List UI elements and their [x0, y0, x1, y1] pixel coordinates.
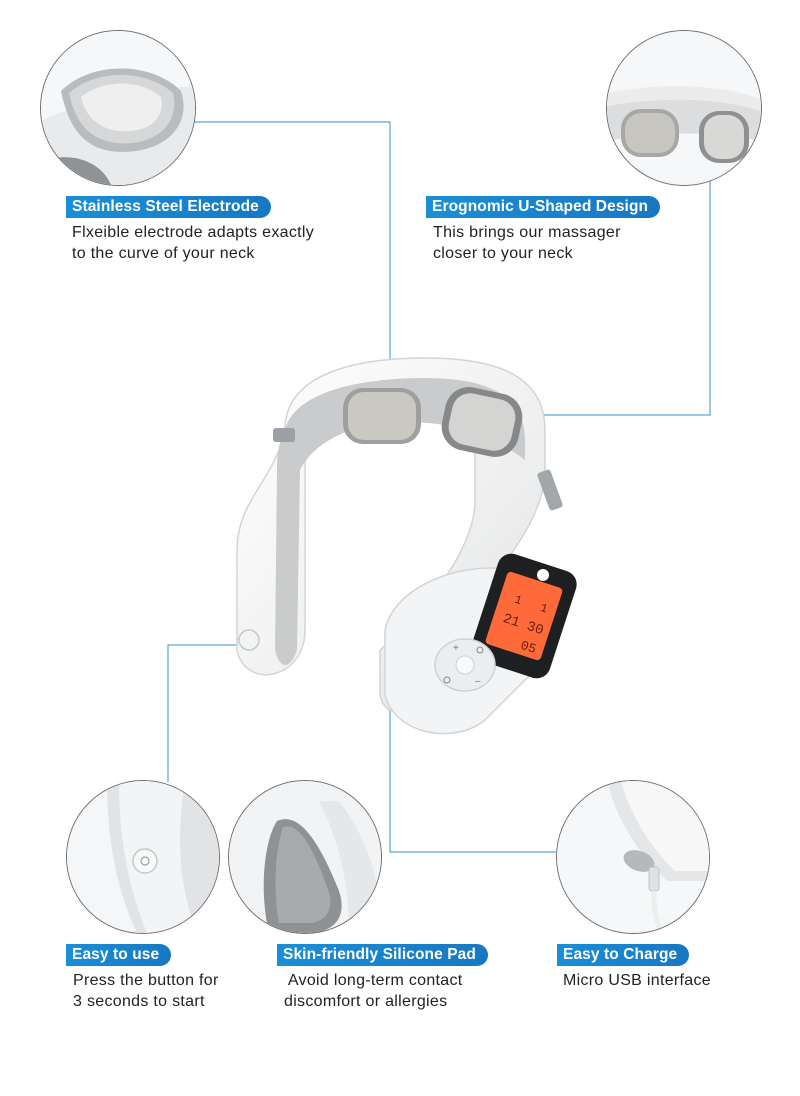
feature-electrode: Stainless Steel Electrode Flxeible elect…	[66, 196, 314, 264]
feature-desc-line: Micro USB interface	[563, 972, 711, 989]
electrode-right	[441, 387, 523, 457]
lcd-mid-right: 30	[524, 619, 545, 639]
feature-title: Erognomic U-Shaped Design	[426, 196, 661, 218]
power-icon	[455, 655, 475, 675]
control-panel: 1 1 21 30 05 + –	[384, 553, 577, 735]
feature-desc-line: to the curve of your neck	[72, 245, 255, 262]
electrode-left	[343, 388, 421, 444]
electrode-closeup-circle	[40, 30, 196, 186]
feature-easy-use: Easy to use Press the button for 3 secon…	[66, 944, 219, 1012]
feature-u-shape: Erognomic U-Shaped Design This brings ou…	[426, 196, 661, 264]
plus-icon: +	[453, 643, 459, 654]
feature-easy-charge: Easy to Charge Micro USB interface	[557, 944, 711, 991]
feature-title: Easy to use	[66, 944, 172, 966]
silicone-pad-closeup-circle	[228, 780, 382, 934]
feature-desc-line: Flxeible electrode adapts exactly	[72, 224, 315, 241]
usb-port-closeup-circle	[556, 780, 710, 934]
neck-massager-product: 1 1 21 30 05 + –	[225, 350, 585, 755]
feature-desc-line: closer to your neck	[433, 245, 573, 262]
lcd-mid-left: 21	[501, 611, 522, 631]
leader-line-electrode	[190, 121, 391, 388]
feature-desc-line: 3 seconds to start	[73, 993, 205, 1010]
mode-icon	[443, 676, 451, 684]
lcd-top-left: 1	[513, 593, 524, 609]
logo-icon	[537, 569, 549, 581]
feature-silicone-pad: Skin-friendly Silicone Pad Avoid long-te…	[277, 944, 488, 1012]
feature-desc-line: Press the button for	[73, 972, 219, 989]
lcd-top-right: 1	[538, 601, 549, 617]
power-button-closeup-circle	[66, 780, 220, 934]
feature-title: Stainless Steel Electrode	[66, 196, 271, 218]
u-shape-closeup-circle	[606, 30, 762, 186]
leader-line-button	[167, 644, 245, 782]
leader-line-u-shape	[535, 175, 711, 416]
side-power-button	[238, 629, 260, 651]
leader-line-usb	[389, 685, 556, 853]
feature-title: Skin-friendly Silicone Pad	[277, 944, 488, 966]
feature-desc-line: This brings our massager	[433, 224, 621, 241]
feature-title: Easy to Charge	[557, 944, 690, 966]
feature-desc-line: discomfort or allergies	[284, 993, 448, 1010]
minus-icon: –	[475, 676, 481, 687]
lcd-bottom-right: 05	[519, 638, 538, 657]
feature-desc-line: Avoid long-term contact	[284, 972, 463, 989]
clock-icon	[476, 646, 484, 654]
